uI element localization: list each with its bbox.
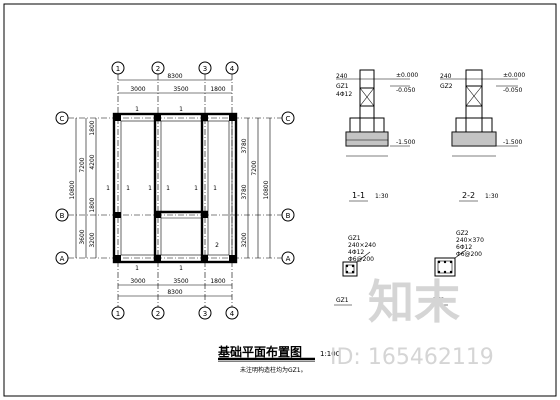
plan-note: 未注明构造柱均为GZ1。 bbox=[240, 366, 307, 374]
s1-callout-2: -0.050 bbox=[396, 87, 416, 94]
dim-left-mid-2: 3600 bbox=[79, 229, 86, 244]
dim-bottom-total: 8300 bbox=[167, 289, 182, 296]
wall-mark-7: 1 bbox=[194, 185, 198, 192]
wall-mark-6: 1 bbox=[166, 185, 170, 192]
dim-top-2: 3500 bbox=[173, 86, 188, 93]
axis-bottom-1: 1 bbox=[116, 310, 120, 318]
axis-top-2: 2 bbox=[156, 65, 160, 73]
gz1-note-1: GZ1 bbox=[348, 235, 361, 242]
sheet-border bbox=[3, 3, 557, 397]
axis-right-C: C bbox=[286, 115, 291, 123]
axis-top-3: 3 bbox=[203, 65, 207, 73]
dim-top-3: 1800 bbox=[210, 86, 225, 93]
wall-mark-5: 1 bbox=[148, 185, 152, 192]
axis-top-1: 1 bbox=[116, 65, 120, 73]
gz2-label: GZ2 bbox=[432, 297, 445, 304]
dim-right-inner-3: 3200 bbox=[241, 232, 248, 247]
axis-top-4: 4 bbox=[230, 65, 235, 73]
s1-callout-1: ±0.000 bbox=[396, 72, 418, 79]
wall-mark-2-label: 2 bbox=[215, 242, 219, 249]
gz1-note-4: Φ6@200 bbox=[348, 256, 374, 263]
plan-title: 基础平面布置图 bbox=[217, 344, 302, 359]
gz1-detail: GZ1 240×240 4Φ12 Φ6@200 GZ1 bbox=[334, 235, 376, 306]
dim-right-outer: 10800 bbox=[263, 180, 270, 199]
section-2-2: ±0.000 -0.050 -1.500 240 GZ2 2-2 1:30 bbox=[440, 69, 525, 202]
section-1-1: ±0.000 -0.050 -1.500 240 GZ1 4Φ12 1-1 1:… bbox=[336, 69, 418, 202]
s1-note-2: GZ1 bbox=[336, 83, 349, 90]
wall-mark-9: 1 bbox=[135, 265, 139, 272]
wall-mark-10: 1 bbox=[179, 265, 183, 272]
axis-lines bbox=[68, 74, 282, 307]
gz2-note-1: GZ2 bbox=[456, 230, 469, 237]
gz2-detail: GZ2 240×370 6Φ12 Φ6@200 GZ2 bbox=[430, 230, 484, 306]
gz1-note-3: 4Φ12 bbox=[348, 249, 364, 256]
s2-note-2: GZ2 bbox=[440, 83, 453, 90]
axis-right-B: B bbox=[286, 212, 291, 220]
axis-left-A: A bbox=[60, 255, 65, 263]
axis-bubbles-right: C B A bbox=[281, 111, 295, 265]
axis-left-C: C bbox=[60, 115, 65, 123]
s2-callout-2: -0.050 bbox=[503, 87, 523, 94]
dim-left-inner-3: 1800 bbox=[89, 197, 96, 212]
wall-section-marks: 1 1 1 1 1 1 1 1 1 1 2 bbox=[106, 106, 219, 272]
axis-bottom-2: 2 bbox=[156, 310, 160, 318]
s1-note-1: 240 bbox=[336, 73, 348, 80]
dimensions-top: 8300 3000 3500 1800 bbox=[118, 73, 232, 94]
axis-right-A: A bbox=[286, 255, 291, 263]
s2-callout-1: ±0.000 bbox=[503, 72, 525, 79]
dim-top-1: 3000 bbox=[130, 86, 145, 93]
dimensions-left: 10800 7200 3600 1800 4200 1800 3200 bbox=[69, 118, 97, 258]
s2-callout-3: -1.500 bbox=[503, 139, 523, 146]
axis-bottom-4: 4 bbox=[230, 310, 235, 318]
wall-mark-3: 1 bbox=[106, 185, 110, 192]
foundation-plan: 1 2 3 4 1 2 3 4 C B A bbox=[55, 61, 340, 374]
dim-left-outer: 10800 bbox=[69, 180, 76, 199]
dim-left-inner-2: 4200 bbox=[89, 154, 96, 169]
dim-right-mid-1: 7200 bbox=[251, 160, 258, 175]
dim-right-inner-2: 3780 bbox=[241, 184, 248, 199]
axis-left-B: B bbox=[60, 212, 65, 220]
wall-mark-2: 1 bbox=[179, 106, 183, 113]
gz2-note-3: 6Φ12 bbox=[456, 244, 472, 251]
watermark: 知末 ID: 165462119 bbox=[330, 275, 494, 370]
dim-right-inner-1: 3780 bbox=[241, 138, 248, 153]
s1-note-3: 4Φ12 bbox=[336, 91, 352, 98]
axis-bubbles-left: C B A bbox=[55, 111, 69, 265]
dim-bottom-3: 1800 bbox=[210, 278, 225, 285]
dimensions-right: 3780 3780 3200 7200 10800 bbox=[241, 118, 271, 258]
wall-mark-1: 1 bbox=[135, 106, 139, 113]
dim-left-inner-1: 1800 bbox=[89, 120, 96, 135]
gz1-note-2: 240×240 bbox=[348, 242, 376, 249]
plan-title-scale: 1:100 bbox=[320, 350, 340, 358]
dim-top-total: 8300 bbox=[167, 73, 182, 80]
s2-label: 2-2 bbox=[462, 191, 475, 200]
dim-left-inner-4: 3200 bbox=[89, 232, 96, 247]
gz2-note-2: 240×370 bbox=[456, 237, 484, 244]
dimensions-bottom: 3000 3500 1800 8300 bbox=[118, 278, 232, 297]
watermark-logo-text: 知末 bbox=[368, 275, 460, 329]
s1-callout-3: -1.500 bbox=[396, 139, 416, 146]
gz2-note-4: Φ6@200 bbox=[456, 251, 482, 258]
watermark-id: ID: 165462119 bbox=[330, 345, 494, 370]
dim-left-mid-1: 7200 bbox=[79, 157, 86, 172]
s2-scale: 1:30 bbox=[485, 193, 499, 200]
axis-bubbles-bottom: 1 2 3 4 bbox=[111, 306, 239, 320]
gz1-label: GZ1 bbox=[336, 297, 349, 304]
wall-mark-4: 1 bbox=[126, 185, 130, 192]
s1-label: 1-1 bbox=[352, 191, 365, 200]
dim-bottom-1: 3000 bbox=[130, 278, 145, 285]
s1-scale: 1:30 bbox=[375, 193, 389, 200]
axis-bottom-3: 3 bbox=[203, 310, 207, 318]
foundation-walls bbox=[112, 112, 238, 264]
wall-mark-8: 1 bbox=[213, 185, 217, 192]
columns bbox=[115, 115, 235, 261]
dim-bottom-2: 3500 bbox=[173, 278, 188, 285]
s2-note-1: 240 bbox=[440, 73, 452, 80]
